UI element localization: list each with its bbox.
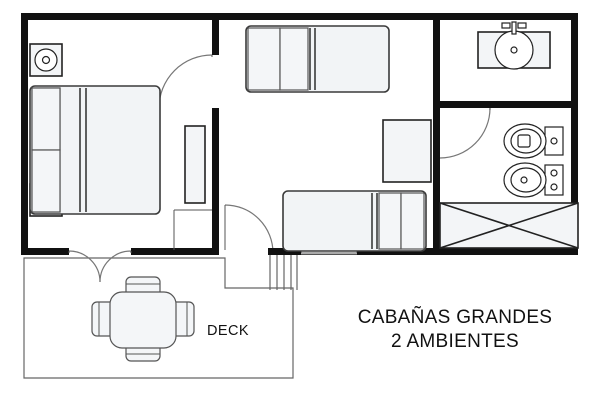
step-threshold bbox=[268, 248, 301, 255]
bed-mattress bbox=[29, 85, 161, 215]
bed-pillow-lower bbox=[31, 149, 61, 213]
wardrobe-body bbox=[184, 125, 206, 204]
wall-exterior-right bbox=[571, 13, 578, 255]
wall-exterior-bottom-left bbox=[21, 248, 69, 255]
faucet-handle-left bbox=[501, 22, 511, 29]
openings bbox=[68, 54, 491, 290]
deck-area bbox=[23, 257, 294, 379]
wall-interior-bath-upper bbox=[433, 13, 440, 101]
bed-pillow-upper bbox=[31, 87, 61, 151]
entry-door-arc-right bbox=[99, 250, 132, 283]
wall-exterior-bottom-mid bbox=[131, 248, 218, 255]
bidet-drain bbox=[520, 176, 528, 184]
bidet-tap-lower bbox=[550, 183, 558, 191]
bedroom-door-arc bbox=[158, 54, 213, 109]
sofa-bed-top bbox=[245, 25, 390, 93]
deck-furniture bbox=[91, 276, 195, 362]
vanity-sink bbox=[477, 21, 551, 70]
sink-drain bbox=[510, 46, 518, 54]
bathroom-door-arc bbox=[439, 107, 491, 159]
wall-exterior-bottom-right bbox=[357, 248, 578, 255]
toilet-flush-button bbox=[550, 137, 558, 145]
sofa-top-cushion-a bbox=[247, 27, 281, 91]
bedroom-furniture bbox=[29, 43, 212, 250]
sofa-bottom-cushion-b bbox=[400, 192, 425, 250]
wall-bath-door-jamb bbox=[433, 108, 440, 120]
plan-title-line-2: 2 AMBIENTES bbox=[391, 331, 519, 352]
deck-outline bbox=[23, 257, 294, 379]
entry-steps bbox=[268, 248, 301, 290]
wall-exterior-left bbox=[21, 13, 28, 255]
wardrobe bbox=[184, 125, 206, 204]
bidet bbox=[503, 162, 564, 198]
sofa-bed-bottom bbox=[282, 190, 427, 252]
closet-recess bbox=[173, 209, 212, 250]
deck-label: DECK bbox=[207, 323, 249, 339]
living-room-furniture bbox=[245, 25, 432, 252]
entry-door-arc-left bbox=[68, 250, 101, 283]
faucet-spout bbox=[511, 21, 517, 35]
dining-table bbox=[109, 291, 177, 349]
wall-exterior-top bbox=[21, 13, 578, 20]
nightstand-lamp-top bbox=[29, 43, 63, 77]
faucet-handle-right bbox=[517, 22, 527, 29]
side-table-body bbox=[382, 119, 432, 183]
double-bed bbox=[29, 85, 161, 215]
side-table bbox=[382, 119, 432, 183]
living-entry-door-arc bbox=[224, 204, 274, 254]
bidet-tap-upper bbox=[550, 169, 558, 177]
sofa-top-cushion-b bbox=[279, 27, 309, 91]
plan-title-line-1: CABAÑAS GRANDES bbox=[358, 306, 553, 328]
shower bbox=[439, 202, 579, 249]
shower-x-line-2 bbox=[439, 202, 579, 249]
wall-interior-bath-divider bbox=[433, 101, 578, 108]
sofa-bottom-cushion-a bbox=[378, 192, 402, 250]
lamp-inner-top bbox=[41, 55, 51, 65]
wall-interior-bedroom-lower bbox=[212, 108, 219, 255]
toilet bbox=[503, 123, 564, 159]
wall-interior-bath-lower bbox=[433, 108, 440, 255]
wall-interior-bedroom-upper bbox=[212, 13, 219, 55]
toilet-seat-opening bbox=[517, 134, 531, 148]
bathroom-fixtures bbox=[439, 21, 579, 249]
